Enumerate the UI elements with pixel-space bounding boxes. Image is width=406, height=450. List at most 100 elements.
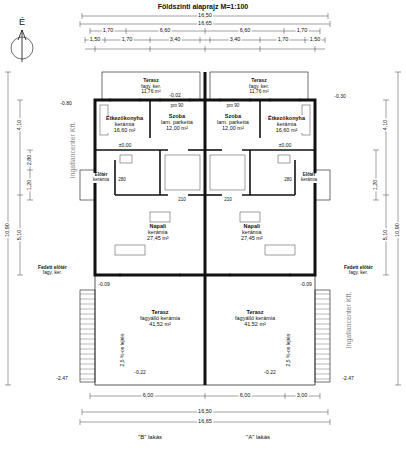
watermark: Ingatlancenter Kft. <box>69 121 76 180</box>
room-text: kerámia <box>301 178 317 183</box>
dimension-label: 16,65 <box>197 419 213 425</box>
dimension-label: 280 <box>117 178 127 183</box>
room-text: Szoba <box>217 113 249 119</box>
dimension-label: "B" lakás <box>137 434 163 440</box>
step-line <box>80 374 95 375</box>
dimension-label: 1,70 <box>121 37 134 43</box>
dimension-label: -0.02 <box>168 93 181 98</box>
dimension-label: 210 <box>177 198 187 203</box>
room-text: 12,00 m² <box>217 125 249 131</box>
room-text: 16,60 m² <box>106 127 143 133</box>
step-line <box>80 319 95 320</box>
step-line <box>315 344 330 345</box>
dimension-label: 1,70 <box>277 37 290 43</box>
step-line <box>80 364 95 365</box>
room-text: 16,60 m² <box>268 127 305 133</box>
dimension-label: 3,40 <box>229 37 242 43</box>
step-line <box>315 329 330 330</box>
step-line <box>80 379 95 380</box>
dimension-label: -0.22 <box>133 370 146 375</box>
room-label: Teraszfagyálló kerámia41,52 m² <box>139 309 181 327</box>
dimension-label: 16,50 <box>197 13 213 19</box>
step-line <box>315 369 330 370</box>
step-line <box>315 314 330 315</box>
step-line <box>315 349 330 350</box>
step-line <box>80 334 95 335</box>
dimension-label: -0.22 <box>263 370 276 375</box>
dimension-label: 2,80 <box>27 154 33 167</box>
room-label: Előtérkerámia <box>92 173 110 183</box>
dimension-label: 6,60 <box>239 28 252 34</box>
room-label: Napalikerámia27,45 m² <box>146 223 170 241</box>
room-label: Szobalam. parketta12,00 m² <box>160 113 194 131</box>
step-line <box>80 304 95 305</box>
room-text: 11,76 m² <box>141 89 161 95</box>
step-line <box>315 319 330 320</box>
dimension-label: 6,60 <box>159 28 172 34</box>
room-text: lam. parketta <box>217 119 249 125</box>
room-text: kerámia <box>241 229 263 235</box>
room-text: Étkezőkonyha <box>268 115 305 121</box>
dimension-label: pm 90 <box>170 104 185 109</box>
room-text: Terasz <box>140 309 180 315</box>
step-line <box>80 294 95 295</box>
room-label: Teraszfagyálló kerámia41,52 m² <box>234 309 276 327</box>
step-line <box>315 374 330 375</box>
dimension-label: 3,00 <box>296 393 309 399</box>
dimension-label: -2.47 <box>341 376 354 381</box>
dimension-label: 1,20 <box>27 179 33 192</box>
step-line <box>80 314 95 315</box>
step-line <box>315 364 330 365</box>
room-label: Szobalam. parketta12,00 m² <box>216 113 250 131</box>
step-line <box>80 299 95 300</box>
dimension-label: 5,10 <box>383 229 389 242</box>
dimension-label: pm 90 <box>226 104 241 109</box>
step-line <box>315 324 330 325</box>
plan-title: Földszinti alaprajz M=1:100 <box>157 3 249 10</box>
room-text: Terasz <box>141 78 161 84</box>
room-text: 27,45 m² <box>241 235 263 241</box>
step-line <box>80 339 95 340</box>
room-label: Teraszfagy. ker.11,76 m² <box>140 78 162 95</box>
room-text: lam. parketta <box>161 119 193 125</box>
dimension-label: -0.80 <box>59 101 72 106</box>
dimension-label: 4,10 <box>383 119 389 132</box>
dimension-label: 2,5 %-os lejtés <box>286 333 291 368</box>
room-text: Fedett előtér <box>38 265 67 270</box>
dimension-label: 10,90 <box>5 222 11 238</box>
room-text: fagyálló kerámia <box>140 315 180 321</box>
room-text: fagy. ker. <box>38 270 67 275</box>
step-line <box>315 304 330 305</box>
dimension-label: -0.09 <box>299 282 312 287</box>
room-text: kerámia <box>106 121 143 127</box>
dimension-label: 1,50 <box>309 37 322 43</box>
step-line <box>315 339 330 340</box>
watermark: Ingatlancenter Kft. <box>345 291 352 350</box>
dimension-label: -0.30 <box>333 94 346 99</box>
dimension-label: 10,90 <box>395 222 401 238</box>
dimension-label: 1,70 <box>296 28 309 34</box>
step-line <box>315 379 330 380</box>
room-text: 27,45 m² <box>147 235 169 241</box>
room-text: Napali <box>147 223 169 229</box>
step-line <box>80 369 95 370</box>
step-line <box>80 344 95 345</box>
room-label: Étkezőkonyhakerámia16,60 m² <box>267 115 306 133</box>
room-label: Teraszfagy. ker.11,76 m² <box>248 78 270 95</box>
dimension-label: 5,10 <box>17 229 23 242</box>
room-text: 41,52 m² <box>140 321 180 327</box>
room-text: 41,52 m² <box>235 321 275 327</box>
dimension-label: ±0.00 <box>278 143 292 148</box>
dimension-label: 6,00 <box>239 393 252 399</box>
room-label: Fedett előtérfagy. ker. <box>343 265 374 276</box>
step-line <box>315 359 330 360</box>
room-text: fagyálló kerámia <box>235 315 275 321</box>
step-line <box>315 294 330 295</box>
step-line <box>315 334 330 335</box>
step-line <box>80 359 95 360</box>
dimension-label: 1,50 <box>89 37 102 43</box>
step-line <box>80 354 95 355</box>
room-label: Étkezőkonyhakerámia16,60 m² <box>105 115 144 133</box>
dimension-label: -2.47 <box>55 376 68 381</box>
